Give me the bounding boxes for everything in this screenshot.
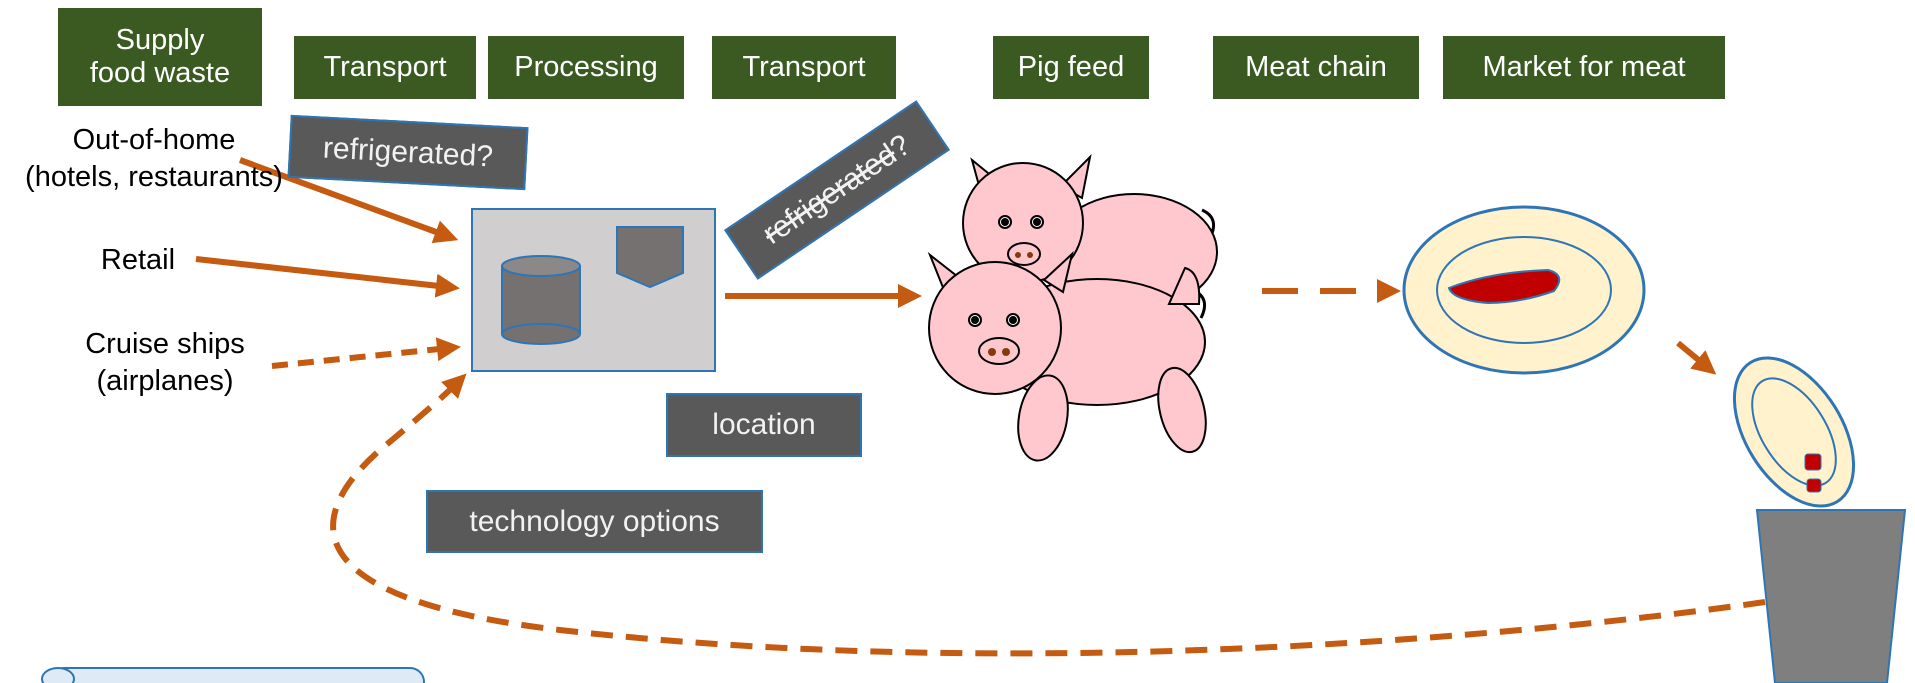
- header-transport-2: Transport: [712, 36, 896, 99]
- source-out-of-home: Out-of-home (hotels, restaurants): [25, 124, 283, 193]
- arrow-retail: [195, 256, 460, 298]
- arrow-waste-return-loop: [330, 373, 1766, 657]
- header-meat-chain: Meat chain: [1213, 36, 1419, 99]
- source-cruise-ships: Cruise ships (airplanes): [85, 328, 245, 397]
- header-market-for-meat: Market for meat: [1443, 36, 1725, 99]
- header-pig-feed: Pig feed: [993, 36, 1149, 99]
- tag-refrigerated-1: refrigerated?: [287, 114, 529, 191]
- pig-front: [927, 251, 1207, 462]
- tank-icon: [501, 255, 581, 345]
- scroll-shape: [41, 667, 425, 683]
- tag-location: location: [666, 393, 862, 457]
- tag-technology-options: technology options: [426, 490, 763, 553]
- header-transport-1: Transport: [294, 36, 476, 99]
- arrow-out-of-home: [238, 157, 459, 244]
- header-processing: Processing: [488, 36, 684, 99]
- plate-with-meat: [1402, 205, 1646, 375]
- waste-bin-icon: [1755, 509, 1907, 683]
- header-supply-food-waste: Supply food waste: [58, 8, 262, 106]
- arrow-cruise-ships: [271, 337, 461, 369]
- arrow-plate-to-leftovers: [1676, 340, 1717, 375]
- hopper-icon: [616, 226, 684, 289]
- processing-facility: [471, 208, 716, 372]
- plate-with-leftovers: [1732, 356, 1856, 508]
- source-retail: Retail: [100, 244, 176, 276]
